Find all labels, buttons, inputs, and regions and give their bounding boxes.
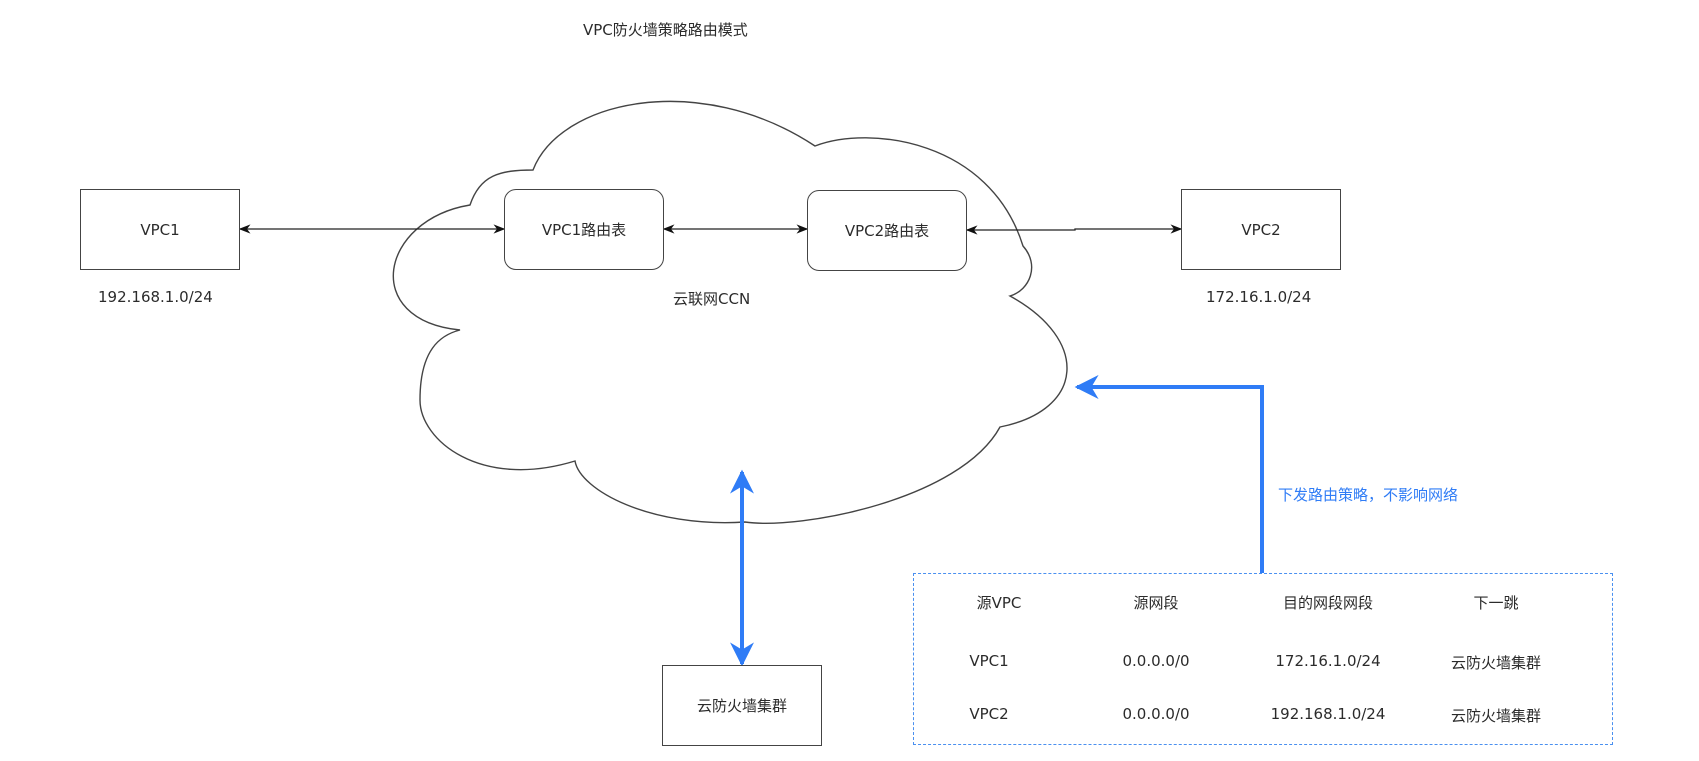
vpc2-cidr: 172.16.1.0/24 xyxy=(1206,288,1312,306)
diagram-title: VPC防火墙策略路由模式 xyxy=(583,21,748,39)
table-row-2-dst-cidr: 192.168.1.0/24 xyxy=(1270,705,1386,723)
ccn-label: 云联网CCN xyxy=(673,290,751,308)
vpc2-node: VPC2 xyxy=(1181,189,1341,270)
route-policy-table: 源VPC 源网段 目的网段网段 下一跳 VPC1 0.0.0.0/0 172.1… xyxy=(913,573,1613,745)
vpc1-cidr: 192.168.1.0/24 xyxy=(98,288,213,306)
table-header-next-hop: 下一跳 xyxy=(1473,594,1519,612)
table-header-dst-cidr: 目的网段网段 xyxy=(1282,594,1374,612)
firewall-cluster-node: 云防火墙集群 xyxy=(662,665,822,746)
table-row-2-src-vpc: VPC2 xyxy=(969,705,1009,723)
link-rt2-vpc2 xyxy=(965,224,1183,235)
table-header-src-cidr: 源网段 xyxy=(1133,594,1179,612)
route-policy-annotation: 下发路由策略，不影响网络 xyxy=(1278,486,1459,504)
vpc1-route-table-node: VPC1路由表 xyxy=(504,189,664,270)
table-row-1-src-cidr: 0.0.0.0/0 xyxy=(1122,652,1190,670)
table-row-1-next-hop: 云防火墙集群 xyxy=(1450,654,1542,672)
vpc2-route-table-label: VPC2路由表 xyxy=(844,222,930,240)
vpc1-route-table-label: VPC1路由表 xyxy=(541,221,627,239)
vpc1-node: VPC1 xyxy=(80,189,240,270)
vpc2-route-table-node: VPC2路由表 xyxy=(807,190,967,271)
firewall-cluster-label: 云防火墙集群 xyxy=(696,697,787,715)
vpc2-label: VPC2 xyxy=(1241,220,1281,239)
route-policy-arrow xyxy=(1074,375,1264,573)
table-row-2-next-hop: 云防火墙集群 xyxy=(1450,707,1542,725)
table-row-1-dst-cidr: 172.16.1.0/24 xyxy=(1275,652,1381,670)
vpc1-label: VPC1 xyxy=(140,220,180,239)
table-row-1-src-vpc: VPC1 xyxy=(969,652,1009,670)
ccn-cloud xyxy=(392,100,1068,524)
table-header-src-vpc: 源VPC xyxy=(976,594,1022,612)
table-row-2-src-cidr: 0.0.0.0/0 xyxy=(1122,705,1190,723)
